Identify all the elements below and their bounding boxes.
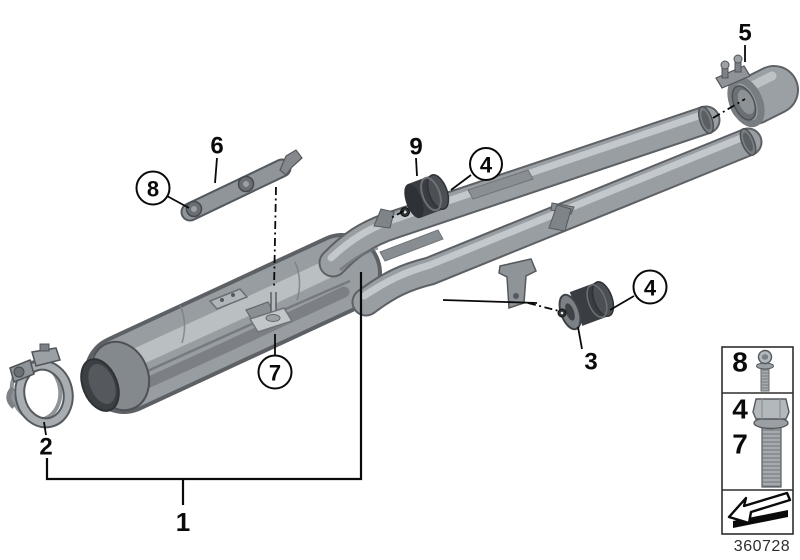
leader-9 — [415, 157, 418, 177]
lower-pipe — [353, 129, 761, 315]
body-crease — [129, 279, 351, 381]
callout-circled-7-label[interactable]: 7 — [269, 361, 281, 386]
bracket6-strap — [182, 160, 290, 220]
callout-1[interactable]: 1 — [176, 507, 190, 537]
bracket-edge-line — [442, 299, 538, 304]
body-seams — [179, 261, 301, 344]
mount9-left-face — [404, 183, 424, 219]
clamp5-bolt-1 — [720, 60, 730, 79]
plate-hole-1 — [220, 298, 224, 302]
clamp5-bore — [737, 89, 755, 115]
legend: 8 4 7 — [721, 346, 794, 535]
callout-circled-8-label[interactable]: 8 — [147, 177, 159, 202]
callout-3[interactable]: 3 — [584, 349, 597, 376]
part-7-bolt-and-plate — [245, 292, 294, 333]
callout-5[interactable]: 5 — [738, 20, 751, 47]
dash-leader-mount3 — [527, 302, 560, 312]
leader-2 — [43, 421, 47, 436]
clamp2-hook — [6, 386, 16, 409]
dash-leader-7-alignment — [273, 186, 277, 290]
bracket6-rivet-2-center — [243, 181, 249, 187]
clamp5-bolt-2 — [733, 54, 743, 73]
legend-row-4-7[interactable]: 4 7 — [732, 394, 790, 488]
callout-9[interactable]: 9 — [409, 134, 422, 161]
part-6-bracket — [180, 149, 303, 222]
legend-label-7[interactable]: 7 — [732, 429, 748, 460]
legend-row-arrow[interactable] — [727, 491, 792, 528]
mount3-pin-center — [560, 311, 564, 315]
upper-pipe — [320, 107, 719, 276]
leader-circ4b — [609, 295, 635, 311]
callout-2[interactable]: 2 — [39, 434, 52, 461]
callout-6[interactable]: 6 — [210, 133, 223, 160]
part1-bracket-line — [45, 272, 363, 481]
mount9-pin-center — [403, 210, 407, 214]
hanger-bracket — [498, 258, 537, 310]
bolt-large-icon — [752, 398, 790, 488]
doc-number: 360728 — [734, 538, 790, 555]
bolt7-washer — [265, 314, 281, 322]
clamp2-nut — [13, 366, 25, 378]
legend-label-4[interactable]: 4 — [732, 394, 748, 425]
part-5-sleeve-clamp — [715, 54, 799, 128]
callout-circled-4-lower-label[interactable]: 4 — [644, 276, 657, 301]
mount9-right-face — [426, 174, 450, 210]
bend-flag-bracket — [373, 208, 395, 229]
dash-leader-mount9 — [388, 210, 405, 220]
leader-6 — [214, 157, 218, 184]
mount3-washer-hole — [565, 303, 575, 321]
plate-hole-2 — [231, 293, 235, 297]
part-2-clamp — [6, 343, 74, 429]
part-3-rubber-mount — [557, 281, 615, 331]
mount9-ring — [420, 176, 442, 212]
leader-3 — [577, 326, 583, 350]
pipe-pad-upper — [467, 169, 534, 200]
inlet-opening — [80, 340, 151, 412]
lower-pipe-highlight — [360, 132, 750, 300]
callout-circled-4-upper[interactable]: 4 — [469, 147, 503, 181]
callout-circled-7[interactable]: 7 — [257, 354, 293, 390]
legend-label-8[interactable]: 8 — [732, 347, 748, 378]
clamp5-highlight — [747, 71, 777, 91]
mid-flag-bracket — [548, 202, 575, 232]
leader-circ8 — [166, 195, 190, 209]
lower-pipe-open-end — [739, 128, 757, 156]
body-surface — [88, 237, 378, 410]
mount3-right-face — [591, 281, 615, 317]
body-highlight — [117, 255, 347, 371]
part-1-front-pipe-assembly — [80, 105, 763, 414]
callout-circled-8[interactable]: 8 — [135, 170, 171, 206]
leader-lines — [43, 45, 746, 505]
legend-row-8[interactable]: 8 — [732, 347, 774, 392]
leader-circ4a — [450, 174, 472, 191]
pipe-pad-lower — [379, 229, 444, 262]
pipe-split-shadow — [339, 246, 379, 272]
direction-arrow-icon — [727, 491, 792, 528]
part-9-rubber-mount — [400, 174, 450, 219]
clamp2-bolt-head — [39, 343, 50, 352]
bracket6-fork — [279, 149, 303, 176]
bolt-small-icon — [756, 349, 774, 392]
mount3-ring — [586, 284, 608, 318]
dash-leader-clamp5 — [712, 98, 746, 119]
upper-pipe-open-end — [697, 105, 715, 135]
bracket6-rivet-1-center — [191, 206, 197, 212]
body-mount-plate — [208, 288, 249, 310]
callout-circled-4-upper-label[interactable]: 4 — [480, 153, 493, 178]
body-shadow — [121, 286, 350, 398]
callout-circled-4-lower[interactable]: 4 — [632, 269, 668, 305]
